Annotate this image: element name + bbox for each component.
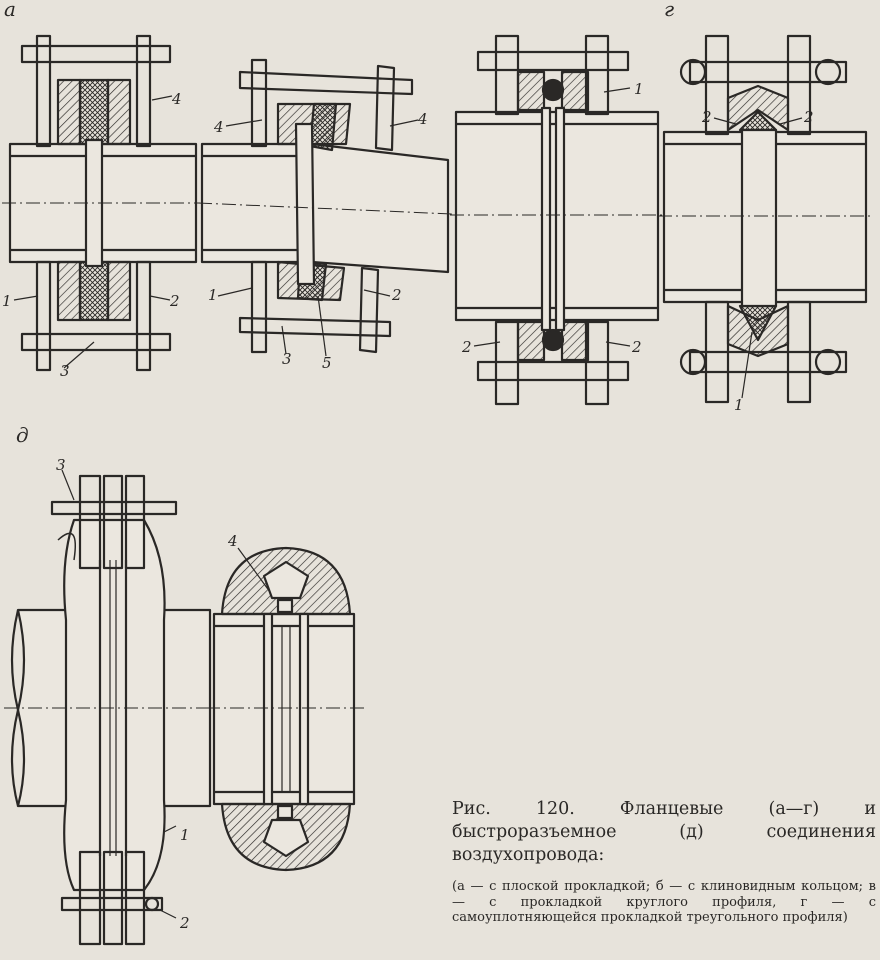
callout-d-4: 4	[227, 532, 238, 550]
round-gasket-top	[541, 78, 565, 102]
clamp-body	[63, 518, 166, 892]
bolt-g-bottom	[688, 350, 848, 374]
bolt-v-top	[476, 50, 630, 72]
panel-label-g: г	[664, 0, 674, 21]
flange-g-left-top	[704, 34, 730, 136]
bolt-bottom	[20, 332, 172, 352]
diagram-a	[2, 34, 200, 372]
callout-a-4: 4	[171, 90, 182, 108]
diagram-d	[4, 469, 364, 946]
flange-b-left-bottom	[250, 260, 268, 354]
flange-right-bottom	[135, 260, 152, 372]
pipe-d-section	[212, 612, 356, 806]
flange-v-right-top	[584, 34, 610, 116]
diagram-v	[450, 34, 664, 406]
clamp-jaw-right-top	[124, 474, 146, 570]
callout-v-2-left: 2	[461, 338, 472, 356]
bolt-g-top	[688, 60, 848, 84]
flange-v-left-top	[494, 34, 520, 116]
clamp-jaw-mid-top	[102, 474, 124, 570]
callout-b-2: 2	[391, 286, 402, 304]
panel-label-a: а	[4, 0, 16, 21]
wedge-ring-top	[308, 102, 338, 152]
callout-v-2-right: 2	[631, 338, 642, 356]
callout-b-3: 3	[282, 350, 292, 368]
callout-b-5: 5	[322, 354, 332, 372]
bolt-b-top	[238, 70, 414, 96]
callout-a-2: 2	[169, 292, 180, 310]
flange-left-top	[35, 34, 52, 148]
callout-d-1: 1	[180, 826, 190, 844]
flange-right-top	[135, 34, 152, 148]
callout-v-1: 1	[634, 80, 644, 98]
callout-a-1: 1	[2, 292, 12, 310]
callout-b-1: 1	[208, 286, 218, 304]
diagram-b	[197, 58, 453, 357]
flange-g-right-top	[786, 34, 812, 136]
panel-label-d: д	[16, 423, 29, 447]
caption-title: Рис. 120. Фланцевые (а—г) и быстроразъем…	[452, 799, 876, 865]
bolt-b-bottom	[238, 316, 392, 338]
diagram-g	[658, 34, 872, 404]
clamp-jaw-left-top	[78, 474, 102, 570]
gasket-top	[78, 78, 110, 146]
callout-a-3: 3	[60, 362, 70, 380]
callout-b-4-right: 4	[417, 110, 428, 128]
callout-g-2-left: 2	[701, 108, 712, 126]
pin-top	[50, 500, 178, 516]
callout-g-2-right: 2	[803, 108, 814, 126]
bolt-v-bottom	[476, 360, 630, 382]
flange-left-bottom	[35, 260, 52, 372]
figure-caption: Рис. 120. Фланцевые (а—г) и быстроразъем…	[452, 798, 876, 926]
callout-g-1: 1	[734, 396, 744, 414]
callout-d-2: 2	[179, 914, 190, 932]
round-gasket-bottom	[541, 328, 565, 352]
caption-note: (а — с плоской прокладкой; б — с клинови…	[452, 879, 876, 925]
flange-b-left-top	[250, 58, 268, 148]
pipe-b-right	[310, 142, 450, 274]
gasket-bottom	[78, 260, 110, 322]
pin-bottom	[60, 896, 164, 912]
bolt-top	[20, 44, 172, 64]
callout-b-4-left: 4	[213, 118, 224, 136]
callout-d-3: 3	[56, 456, 66, 474]
